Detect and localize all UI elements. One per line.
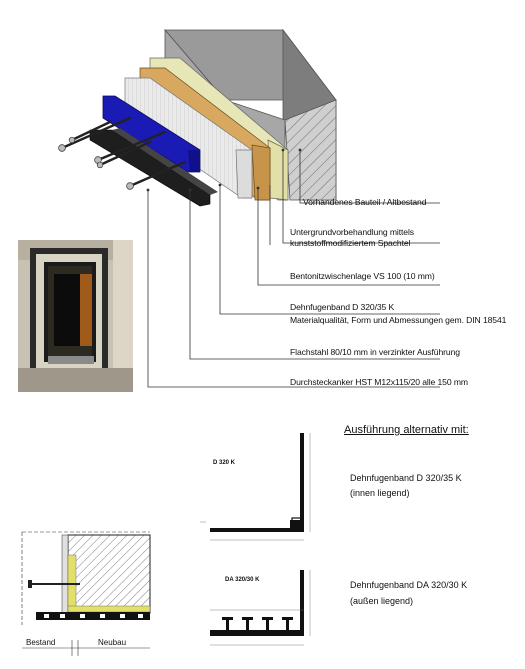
label-untergrund-2: kunststoffmodifiziertem Spachtel	[290, 238, 411, 248]
profile2-code: DA 320/30 K	[225, 577, 260, 583]
label-untergrund-1: Untergrundvorbehandlung mittels	[290, 227, 414, 237]
profile-d320k	[200, 433, 311, 541]
leader-lines	[147, 150, 440, 388]
bolt-nuts	[58, 136, 134, 190]
label-anker: Durchsteckanker HST M12x115/20 alle 150 …	[290, 377, 468, 387]
profile1-code: D 320 K	[213, 460, 236, 466]
option2-title: Dehnfugenband DA 320/30 K	[350, 580, 468, 590]
section-label-bestand: Bestand	[26, 638, 56, 647]
option2-sub: (außen liegend)	[350, 596, 414, 606]
label-dehnfugenband-1: Dehnfugenband D 320/35 K	[290, 302, 395, 312]
label-dehnfugenband-2: Materialqualität, Form und Abmessungen g…	[290, 315, 507, 325]
label-bentonit: Bentonitzwischenlage VS 100 (10 mm)	[290, 271, 435, 281]
installation-photo	[18, 240, 133, 392]
profile-da320-30k	[210, 570, 311, 646]
photo-graphic	[18, 240, 133, 392]
option1-title: Dehnfugenband D 320/35 K	[350, 473, 462, 483]
anchor-bolts	[60, 116, 187, 188]
flachstahl-plate	[102, 95, 201, 173]
leader-dots	[146, 148, 302, 192]
option1-sub: (innen liegend)	[350, 488, 410, 498]
section-drawing	[21, 531, 151, 656]
section-label-neubau: Neubau	[98, 638, 127, 647]
exploded-view	[58, 28, 337, 207]
alternative-heading: Ausführung alternativ mit:	[344, 424, 469, 436]
label-flachstahl: Flachstahl 80/10 mm in verzinkter Ausfüh…	[290, 347, 460, 357]
label-bauteil: Vorhandenes Bauteil / Altbestand	[303, 197, 427, 207]
steel-profile	[89, 128, 218, 207]
